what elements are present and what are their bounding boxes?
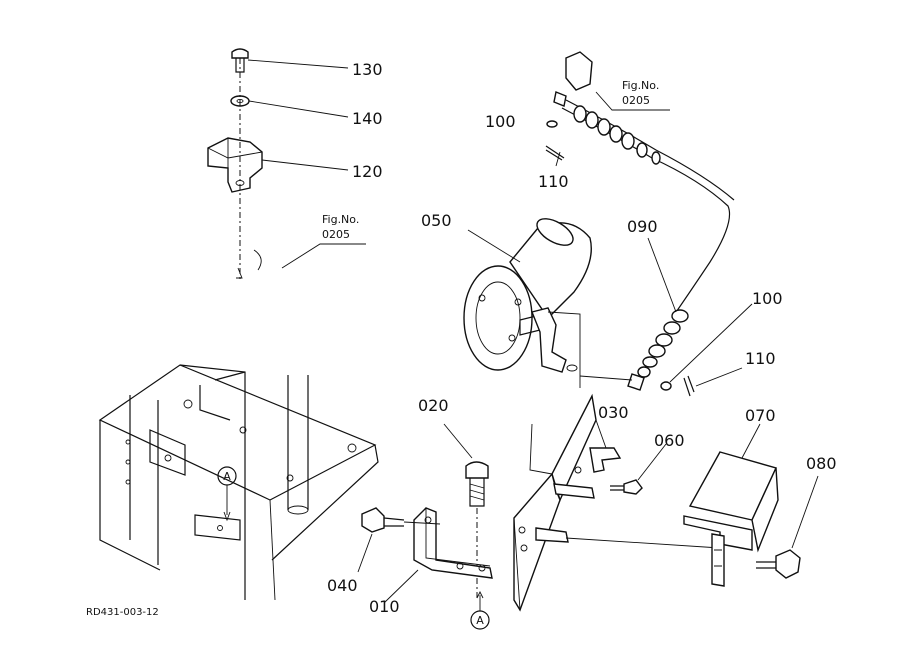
chassis-frame — [98, 364, 379, 601]
part-label-130: 130 — [352, 60, 383, 79]
drawing-caption: RD431-003-12 — [86, 607, 159, 618]
fig-ref-1-num: 0205 — [622, 94, 650, 107]
top-bracket-assembly — [207, 48, 263, 280]
figure-ref-upper-right: Fig.No. 0205 — [622, 79, 659, 107]
part-label-050: 050 — [421, 211, 452, 230]
leaders-actuator — [467, 91, 753, 387]
part-label-090: 090 — [627, 217, 658, 236]
reference-marker-a-upper: A — [217, 466, 237, 522]
cable-boot-bottom — [627, 309, 689, 391]
bracket-010 — [383, 507, 493, 604]
cable-boot-top — [573, 105, 661, 165]
part-label-120: 120 — [352, 162, 383, 181]
part-label-020: 020 — [418, 396, 449, 415]
mount-plate — [513, 393, 721, 612]
bolt-080 — [756, 475, 819, 579]
marker-a-upper-text: A — [223, 470, 231, 483]
part-label-060: 060 — [654, 431, 685, 450]
part-label-140: 140 — [352, 109, 383, 128]
fig-ref-2-fig: Fig.No. — [322, 213, 359, 226]
part-label-110-top: 110 — [538, 172, 569, 191]
part-label-030: 030 — [598, 403, 629, 422]
part-label-070: 070 — [745, 406, 776, 425]
part-label-100-top: 100 — [485, 112, 516, 131]
leaders-top-left — [247, 59, 366, 269]
bolt-020 — [443, 423, 489, 600]
cover-070 — [683, 423, 779, 587]
part-label-010: 010 — [369, 597, 400, 616]
reference-marker-a-lower: A — [470, 590, 490, 630]
cable-assembly — [545, 51, 735, 397]
marker-a-lower-text: A — [476, 614, 484, 627]
actuator-motor — [463, 218, 592, 388]
figure-ref-left: Fig.No. 0205 — [322, 213, 359, 241]
bolt-060 — [610, 443, 667, 495]
fig-ref-1-fig: Fig.No. — [622, 79, 659, 92]
fig-ref-2-num: 0205 — [322, 228, 350, 241]
part-label-110-lower: 110 — [745, 349, 776, 368]
part-label-100-lower: 100 — [752, 289, 783, 308]
part-label-080: 080 — [806, 454, 837, 473]
bolt-040 — [357, 507, 441, 573]
part-label-040: 040 — [327, 576, 358, 595]
